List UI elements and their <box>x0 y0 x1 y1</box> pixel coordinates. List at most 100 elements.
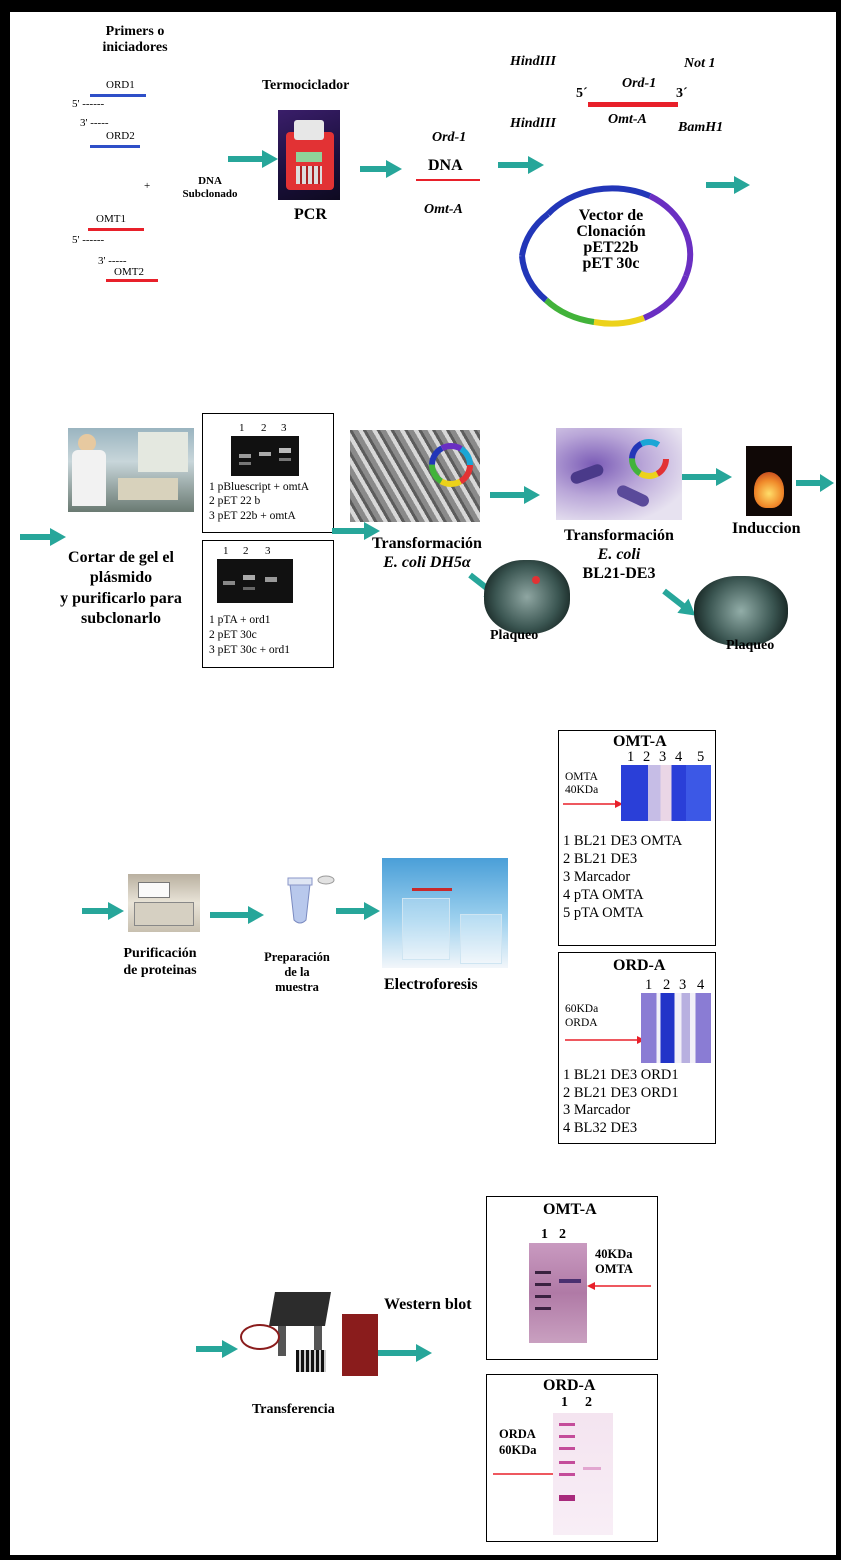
arrow-6 <box>332 522 380 540</box>
omta-marker-arrow <box>563 800 623 808</box>
lab-worker-photo <box>68 428 194 512</box>
plaqueo-dish-1 <box>484 560 570 634</box>
gel2-lane-2: 2 <box>243 545 249 557</box>
preparacion-label: Preparación de la muestra <box>264 950 330 994</box>
transferencia-label: Transferencia <box>252 1402 335 1417</box>
arrow-5 <box>20 528 66 546</box>
five-prime-b: 5' ------ <box>72 234 105 246</box>
orda-box-title: ORD-A <box>613 957 666 974</box>
electrophoresis-photo <box>382 858 508 968</box>
bamh1-label: BamH1 <box>678 120 724 135</box>
omta-box-title: OMT-A <box>613 733 667 750</box>
insert-ord1-label: Ord-1 <box>622 76 657 91</box>
purification-equipment-photo <box>128 874 200 932</box>
wb-omta-lane-1: 1 <box>541 1227 548 1242</box>
purificacion-label: Purificación de proteinas <box>123 946 197 978</box>
five-prime-insert: 5´ <box>576 86 588 101</box>
diagram-canvas: Primers o iniciadores ORD1 5' ------ 3' … <box>10 12 836 1555</box>
wb-orda-membrane <box>553 1413 613 1535</box>
plaqueo-dish-2 <box>694 576 788 646</box>
dh5a-micrograph <box>350 430 480 522</box>
gel1-lane-3: 3 <box>281 422 287 434</box>
three-prime-a: 3' ----- <box>80 117 109 129</box>
omta-marker-label: OMTA 40KDa <box>565 771 599 797</box>
gel1-image <box>231 436 299 476</box>
arrow-14 <box>336 902 380 920</box>
transformacion-dh5a-label: Transformación E. coli DH5α <box>372 535 482 572</box>
ord1-line <box>90 94 146 97</box>
orda-lane-3: 3 <box>679 977 687 993</box>
vector-label: Vector de Clonación pET22b pET 30c <box>576 207 646 272</box>
induction-flask-photo <box>746 446 792 516</box>
insert-line <box>588 102 678 107</box>
gel2-image <box>217 559 293 603</box>
thermocycler-photo <box>278 110 340 200</box>
arrow-13 <box>210 906 264 924</box>
electroforesis-label: Electroforesis <box>384 976 478 993</box>
ord2-label: ORD2 <box>106 130 135 142</box>
plaqueo-2-label: Plaqueo <box>726 638 775 653</box>
omta-lane-3: 3 <box>659 749 667 765</box>
primers-title: Primers o iniciadores <box>102 24 168 56</box>
not1-label: Not 1 <box>684 56 716 71</box>
three-prime-insert: 3´ <box>676 86 688 101</box>
arrow-16 <box>378 1344 432 1362</box>
arrow-12 <box>82 902 124 920</box>
omta-lane-2: 2 <box>643 749 651 765</box>
orda-marker-label: 60KDa ORDA <box>565 1003 599 1029</box>
gel1-lane-1: 1 <box>239 422 245 434</box>
gel-box-2: 1 2 3 1 pTA + ord1 2 pET 30c 3 pET 30c +… <box>202 540 334 668</box>
wb-orda-box: ORD-A 1 2 ORDA 60KDa <box>486 1374 658 1542</box>
orda-legend: 1 BL21 DE3 ORD1 2 BL21 DE3 ORD1 3 Marcad… <box>563 1067 679 1137</box>
termociclador-label: Termociclador <box>262 78 350 93</box>
pcr-label: PCR <box>294 206 327 223</box>
gel2-lane-3: 3 <box>265 545 271 557</box>
omt1-line <box>88 228 144 231</box>
wb-omta-title: OMT-A <box>543 1201 597 1218</box>
wb-omta-marker-arrow <box>587 1282 651 1290</box>
dna-subclonado-label: DNA Subclonado <box>182 175 238 200</box>
sample-tube-photo <box>287 875 335 924</box>
omt1-label: OMT1 <box>96 213 126 225</box>
orda-lane-2: 2 <box>663 977 671 993</box>
plus-sign: + <box>144 180 151 192</box>
omt2-line <box>106 279 158 282</box>
dna-label: DNA <box>428 157 463 174</box>
orda-gel-image <box>641 993 711 1063</box>
induccion-label: Induccion <box>732 520 801 537</box>
omta-legend: 1 BL21 DE3 OMTA 2 BL21 DE3 3 Marcador 4 … <box>563 833 683 921</box>
wb-orda-title: ORD-A <box>543 1377 596 1394</box>
gel-box-1: 1 2 3 1 pBluescript + omtA 2 pET 22 b 3 … <box>202 413 334 533</box>
hindiii-bottom-label: HindIII <box>510 116 556 131</box>
arrow-1 <box>228 150 278 168</box>
arrow-7 <box>490 486 540 504</box>
gel1-lane-2: 2 <box>261 422 267 434</box>
ord1-gene-label: Ord-1 <box>432 130 467 145</box>
orda-gel-box: ORD-A 1 2 3 4 60KDa ORDA 1 BL21 DE3 ORD1… <box>558 952 716 1144</box>
gel2-legend: 1 pTA + ord1 2 pET 30c 3 pET 30c + ord1 <box>209 614 291 656</box>
arrow-11 <box>796 474 834 492</box>
omta-lane-1: 1 <box>627 749 635 765</box>
ord2-line <box>90 145 140 148</box>
orda-marker-arrow <box>565 1036 645 1044</box>
arrow-2 <box>360 160 402 178</box>
arrow-10 <box>658 584 701 623</box>
transfer-apparatus-photo <box>238 1262 382 1382</box>
orda-lane-1: 1 <box>645 977 653 993</box>
wb-omta-box: OMT-A 1 2 40KDa OMTA <box>486 1196 658 1360</box>
wb-orda-marker-label: ORDA 60KDa <box>499 1427 537 1457</box>
gel1-legend: 1 pBluescript + omtA 2 pET 22 b 3 pET 22… <box>209 481 310 522</box>
omt2-label: OMT2 <box>114 266 144 278</box>
arrow-15 <box>196 1340 238 1358</box>
wb-omta-marker-label: 40KDa OMTA <box>595 1247 633 1276</box>
omta-lane-4: 4 <box>675 749 683 765</box>
western-blot-label: Western blot <box>384 1296 472 1313</box>
insert-omta-label: Omt-A <box>608 112 647 127</box>
vector-plasmid-ring <box>519 185 694 327</box>
wb-omta-lane-2: 2 <box>559 1227 566 1242</box>
arrow-4 <box>706 176 750 194</box>
omta-gel-image <box>621 765 711 821</box>
arrow-9 <box>682 468 732 486</box>
omta-lane-5: 5 <box>697 749 705 765</box>
gel2-lane-1: 1 <box>223 545 229 557</box>
